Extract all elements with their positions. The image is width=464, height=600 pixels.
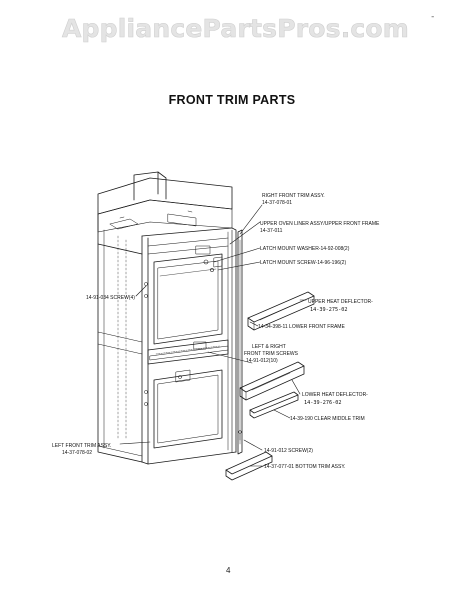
label-lower-front-frame: 14-34-398-11 LOWER FRONT FRAME xyxy=(258,324,345,330)
label-left-front-trim-part: 14-37-078-02 xyxy=(62,450,92,456)
label-upper-liner-name: UPPER OVEN LINER ASSY/UPPER FRONT FRAME xyxy=(260,221,380,227)
label-lower-heat-deflector-name: LOWER HEAT DEFLECTOR- xyxy=(302,392,368,398)
label-latch-screw: LATCH MOUNT SCREW-14-96-196(2) xyxy=(260,260,346,266)
label-right-front-trim-name: RIGHT FRONT TRIM ASSY. xyxy=(262,193,325,199)
label-trim-screws-line2: FRONT TRIM SCREWS xyxy=(244,351,299,357)
corner-mark: - xyxy=(430,12,436,22)
lower-heat-deflector xyxy=(239,361,305,401)
page-title: FRONT TRIM PARTS xyxy=(168,93,296,107)
label-clear-middle-trim: 14-39-190 CLEAR MIDDLE TRIM xyxy=(290,416,365,422)
bottom-trim xyxy=(225,430,273,481)
right-front-trim-rail xyxy=(237,229,243,455)
clear-middle-trim xyxy=(249,391,299,419)
label-latch-washer: LATCH MOUNT WASHER-14-92-008(2) xyxy=(260,246,350,252)
upper-heat-deflector xyxy=(247,291,315,331)
page-number: 4 xyxy=(226,566,231,575)
part-labels: RIGHT FRONT TRIM ASSY. 14-37-078-01 UPPE… xyxy=(52,193,380,470)
label-left-front-trim-name: LEFT FRONT TRIM ASSY. xyxy=(52,443,111,449)
label-right-front-trim-part: 14-37-078-01 xyxy=(262,200,292,206)
left-front-trim xyxy=(149,345,229,361)
label-lower-heat-deflector-part: 14-39-276-02 xyxy=(304,400,341,406)
label-trim-screws-line1: LEFT & RIGHT xyxy=(252,344,286,350)
oven-cabinet xyxy=(97,171,237,465)
label-side-screw: 14-91-034 SCREW(4) xyxy=(86,295,135,301)
label-upper-liner-part: 14-37-011 xyxy=(260,228,283,234)
label-upper-heat-deflector-part: 14-39-275-02 xyxy=(310,307,347,313)
label-bottom-screw: 14-91-012 SCREW(2) xyxy=(264,448,313,454)
label-bottom-trim: 14-37-077-01 BOTTOM TRIM ASSY. xyxy=(264,464,345,470)
label-trim-screws-line3: 14-91-012(10) xyxy=(246,358,278,364)
leader-lines xyxy=(119,204,307,467)
watermark: AppliancePartsPros.com xyxy=(62,14,410,44)
label-upper-heat-deflector-name: UPPER HEAT DEFLECTOR- xyxy=(308,299,373,305)
